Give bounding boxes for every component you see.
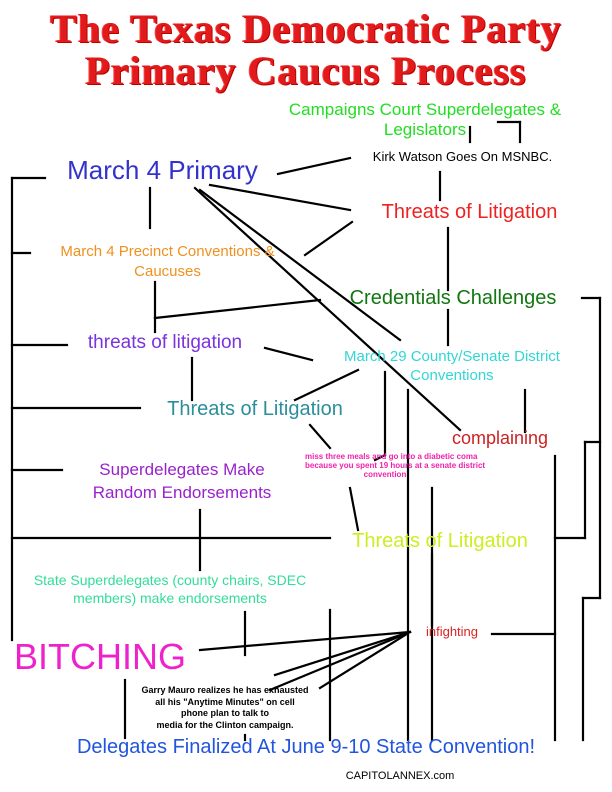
node-campaigns-court: Campaigns Court Superdelegates & Legisla… <box>245 100 605 139</box>
node-credentials-challenges: Credentials Challenges <box>349 287 557 309</box>
state-superdelegates-line-2: members) make endorsements <box>73 590 267 607</box>
garry-line-2: all his "Anytime Minutes" on cell <box>155 696 295 707</box>
state-superdelegates-line-1: State Superdelegates (county chairs, SDE… <box>33 572 307 588</box>
node-garry-mauro: Garry Mauro realizes he has exhausted al… <box>125 685 325 732</box>
title-line-1: The Texas Democratic Party <box>50 6 562 51</box>
node-threats-of-litigation-1: Threats of Litigation <box>381 201 558 223</box>
garry-line-1: Garry Mauro realizes he has exhausted <box>141 685 309 695</box>
node-threats-of-litigation-3: Threats of Litigation <box>167 398 343 420</box>
footer-credit[interactable]: CAPITOLANNEX.com <box>345 770 455 782</box>
title-line-2: Primary Caucus Process <box>85 48 527 93</box>
node-bitching: BITCHING <box>13 636 186 677</box>
node-delegates-finalized: Delegates Finalized At June 9-10 State C… <box>76 736 536 758</box>
campaigns-court-line-1: Campaigns Court Superdelegates & <box>288 100 562 119</box>
node-infighting: infighting <box>425 624 479 639</box>
node-superdelegates-endorsements: Superdelegates Make Random Endorsements <box>62 460 302 502</box>
node-diabetic-coma: miss three meals and go into a diabetic … <box>305 452 486 480</box>
node-precinct-conventions: March 4 Precinct Conventions & Caucuses <box>25 243 310 281</box>
node-threats-of-litigation-4: Threats of Litigation <box>352 530 528 552</box>
march29-line-1: March 29 County/Senate District <box>344 348 560 365</box>
garry-line-3: phone plan to talk to <box>181 708 269 719</box>
campaigns-court-line-2: Legislators <box>383 119 467 139</box>
node-state-superdelegates: State Superdelegates (county chairs, SDE… <box>15 572 325 606</box>
diabetic-line-3: convention <box>363 470 407 480</box>
node-threats-of-litigation-2: threats of litigation <box>87 332 243 353</box>
diabetic-line-2: because you spent 19 hours at a senate d… <box>305 461 486 471</box>
garry-line-4: media for the Clinton campaign. <box>156 720 294 731</box>
node-complaining: complaining <box>451 428 549 448</box>
superdelegates-line-2: Random Endorsements <box>92 482 272 502</box>
march29-line-2: Conventions <box>410 367 494 385</box>
superdelegates-line-1: Superdelegates Make <box>99 460 265 479</box>
precinct-line-1: March 4 Precinct Conventions & <box>60 243 275 260</box>
diabetic-line-1: miss three meals and go into a diabetic … <box>305 452 478 461</box>
precinct-line-2: Caucuses <box>134 263 201 281</box>
node-march29-conventions: March 29 County/Senate District Conventi… <box>312 348 592 385</box>
node-kirk-watson: Kirk Watson Goes On MSNBC. <box>372 149 553 164</box>
node-march4-primary: March 4 Primary <box>67 155 258 185</box>
